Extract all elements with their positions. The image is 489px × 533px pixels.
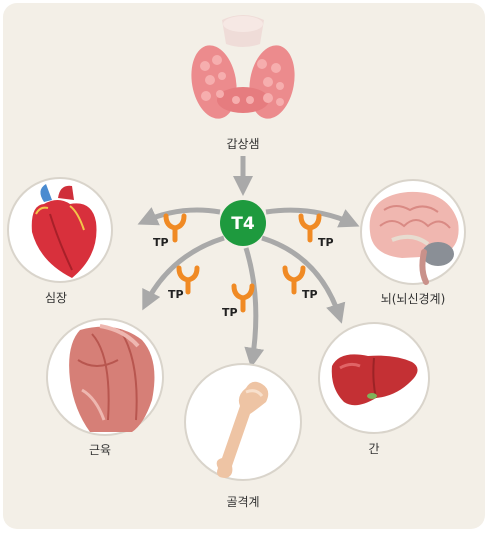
muscle-circle bbox=[46, 318, 164, 436]
tp-label: TP bbox=[318, 236, 334, 249]
tp-label: TP bbox=[168, 288, 184, 301]
arrow-t4-to-bone bbox=[243, 247, 265, 368]
arrow-t4-to-liver bbox=[261, 235, 346, 324]
tp-label: TP bbox=[222, 306, 238, 319]
thyroid-label: 갑상샘 bbox=[226, 137, 259, 151]
t4-label: T4 bbox=[231, 214, 255, 234]
arrow-t4-to-heart bbox=[137, 207, 221, 226]
liver-circle bbox=[318, 322, 430, 434]
tp-receptor-heart: TP bbox=[153, 216, 184, 249]
tp-label: TP bbox=[302, 288, 318, 301]
heart-label: 심장 bbox=[45, 291, 67, 305]
tp-receptor-brain: TP bbox=[301, 216, 334, 249]
heart-circle bbox=[7, 177, 113, 283]
tp-receptor-liver: TP bbox=[285, 268, 318, 301]
tp-receptor-muscle: TP bbox=[168, 268, 197, 301]
bone-label: 골격계 bbox=[226, 495, 259, 509]
tp-receptor-bone: TP bbox=[222, 286, 252, 319]
brain-circle bbox=[360, 179, 466, 285]
tp-label: TP bbox=[153, 236, 169, 249]
muscle-label: 근육 bbox=[89, 443, 111, 457]
bone-circle bbox=[184, 363, 302, 481]
arrow-t4-to-brain bbox=[265, 207, 360, 228]
brain-label: 뇌(뇌신경계) bbox=[381, 292, 446, 306]
liver-label: 간 bbox=[368, 442, 379, 456]
arrow-t4-to-muscle bbox=[142, 235, 225, 311]
t4-badge bbox=[220, 200, 266, 246]
thyroid-illustration bbox=[191, 15, 295, 119]
